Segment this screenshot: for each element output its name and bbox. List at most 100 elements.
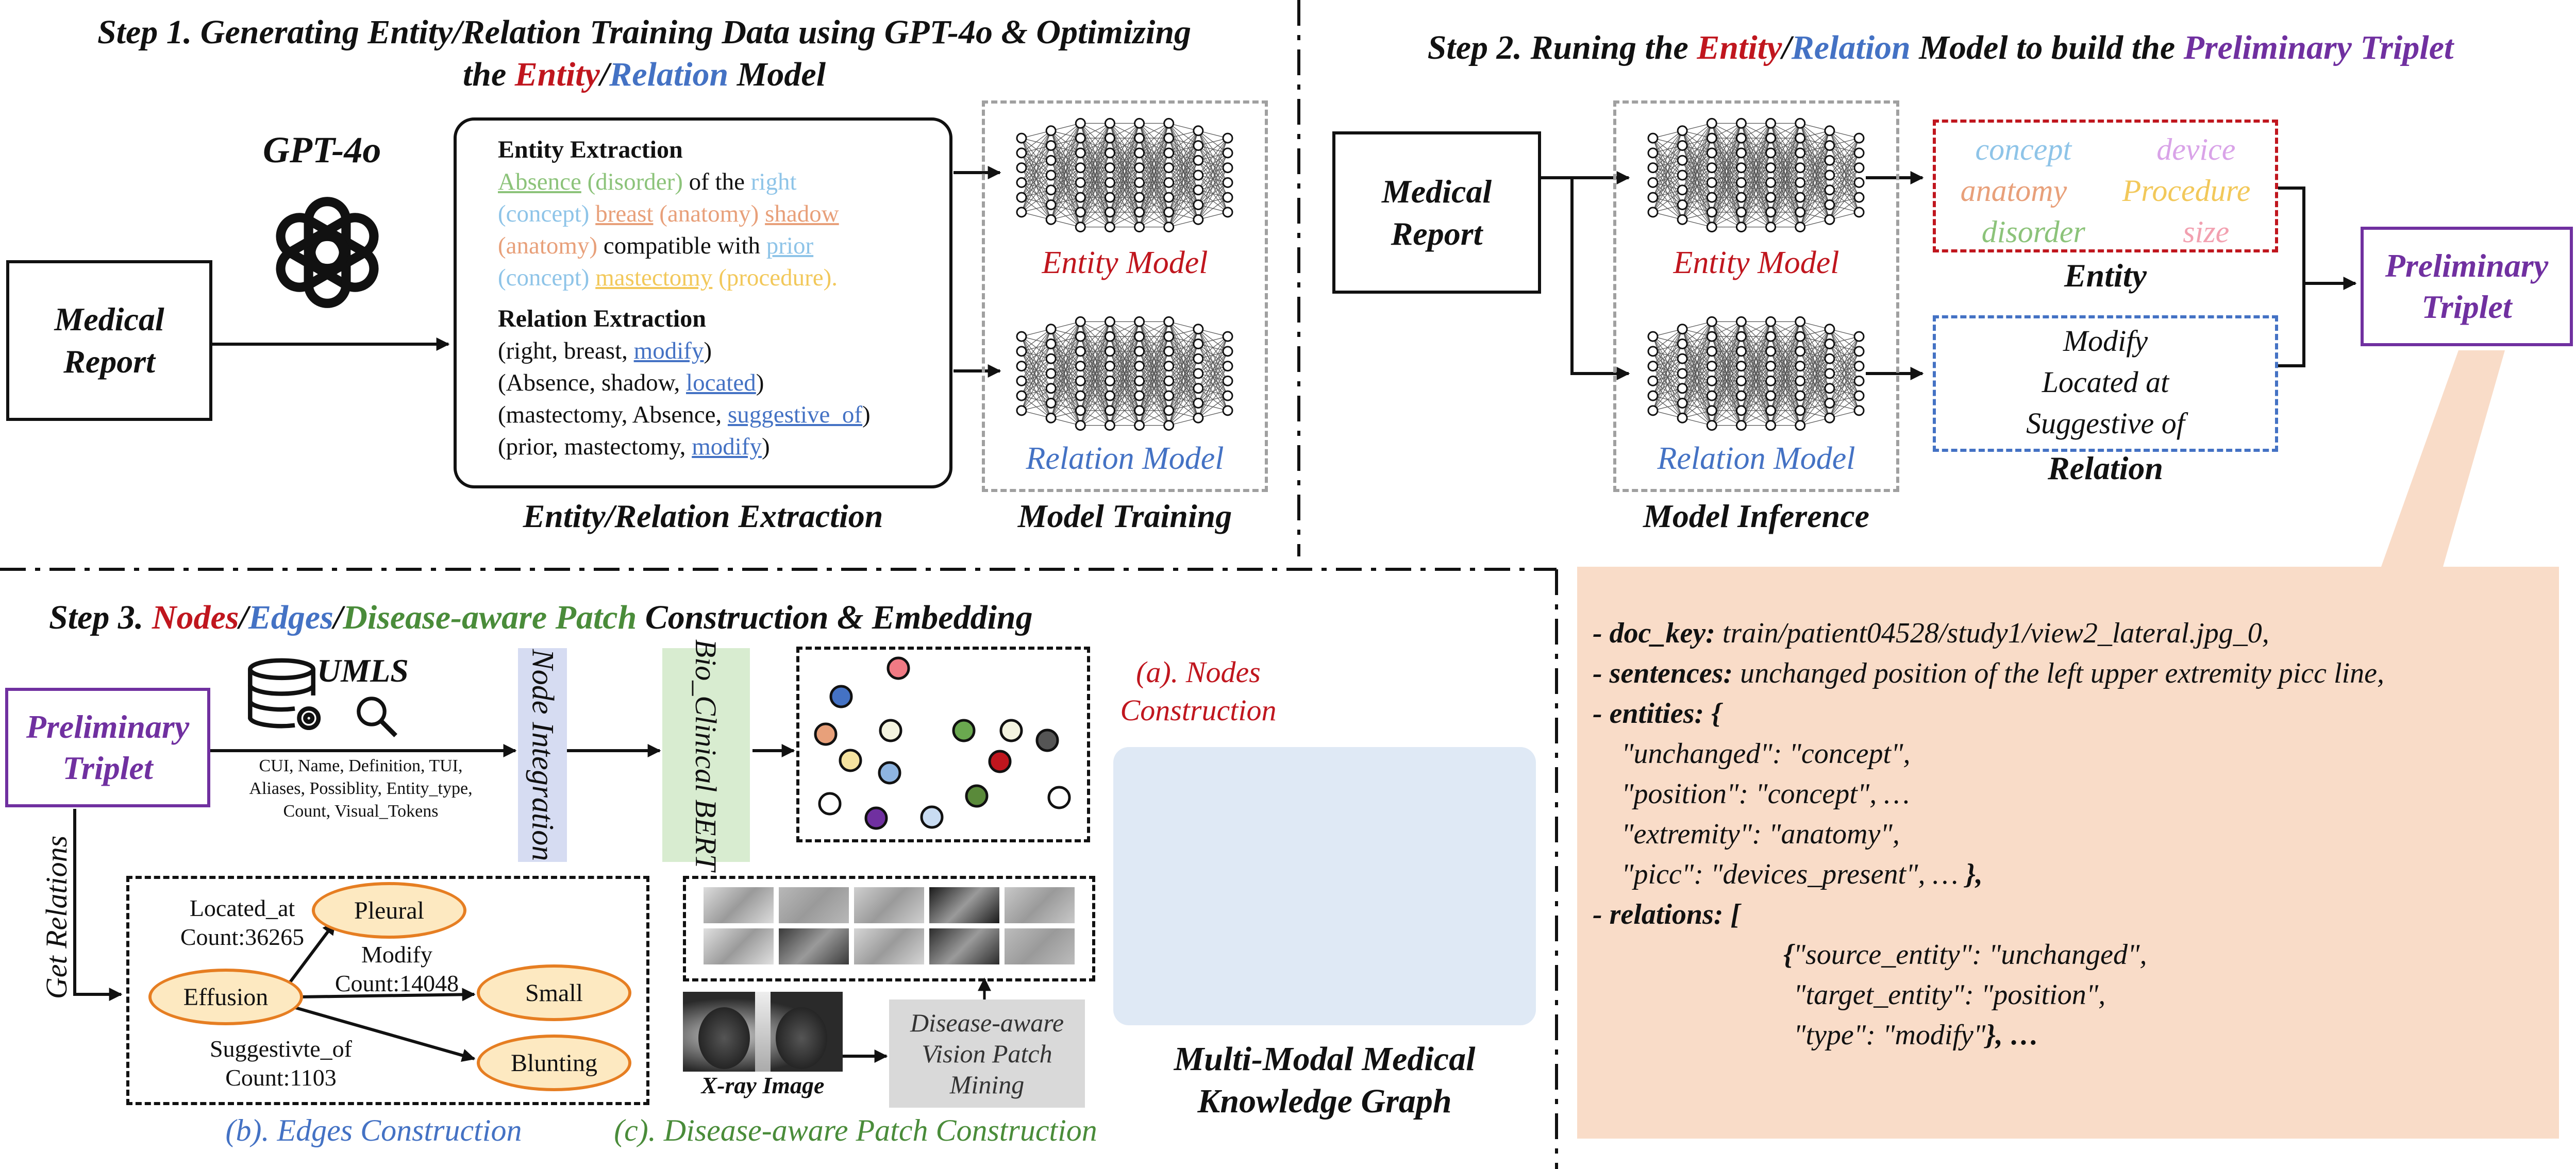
nn-connection [1770, 366, 1801, 426]
node-dot [886, 656, 910, 680]
entity-type-procedure: Procedure [2122, 174, 2251, 208]
nn-neuron [1735, 316, 1747, 327]
nn-neuron [1853, 375, 1865, 386]
step1-title-slash: / [599, 56, 610, 93]
ext-line-4: (concept) mastectomy (procedure). [498, 262, 949, 294]
nn-connection [1770, 321, 1801, 381]
nn-connection [1800, 359, 1830, 426]
nn-connection [1168, 130, 1199, 168]
nn-neuron [1193, 383, 1204, 394]
nn-connection [1021, 190, 1051, 213]
edge-rel: Modify [361, 941, 432, 968]
nn-connection [1829, 366, 1860, 418]
nn-neuron [1134, 316, 1145, 327]
nn-neuron [1134, 162, 1145, 174]
nn-neuron [1045, 125, 1057, 137]
nn-neuron [1647, 177, 1659, 188]
nn-neuron [1765, 316, 1777, 327]
nn-connection [1770, 182, 1801, 227]
get-relations-label: Get Relations [40, 835, 74, 999]
nn-connection [1770, 123, 1801, 198]
nn-neuron [1134, 132, 1145, 144]
nn-neuron [1075, 147, 1086, 159]
nn-connection [1110, 197, 1140, 228]
nn-neuron [1163, 177, 1175, 188]
edge-label-suggestive: Suggestivte_of Count:1103 [188, 1035, 374, 1092]
nodes-caption-l2: Construction [1120, 693, 1277, 727]
nn-connection [1682, 167, 1712, 220]
nn-connection [1198, 138, 1228, 176]
nn-connection [1110, 212, 1140, 228]
nn-connection [1711, 321, 1742, 426]
step1-title: Step 1. Generating Entity/Relation Train… [10, 11, 1278, 96]
nn-connection [1021, 358, 1051, 411]
relation-model-label-step2: Relation Model [1657, 441, 1855, 476]
nn-neuron [1765, 390, 1777, 401]
nn-connection [1139, 123, 1169, 198]
edges-caption: (b). Edges Construction [225, 1113, 522, 1147]
nn-neuron [1075, 316, 1086, 327]
nn-neuron [1677, 398, 1688, 409]
medical-report-l1: Medical [1381, 173, 1492, 210]
step3-title: Step 3. Nodes/Edges/Disease-aware Patch … [49, 597, 1209, 639]
nn-connection [1080, 123, 1110, 198]
patch-thumbnail [779, 887, 849, 923]
nn-connection [1741, 123, 1771, 139]
nn-neuron [1706, 117, 1717, 129]
nn-connection [1829, 153, 1860, 220]
nn-connection [1800, 130, 1830, 154]
nn-connection [1770, 321, 1800, 337]
nn-neuron [1735, 375, 1747, 386]
nn-neuron [1163, 390, 1175, 401]
nn-neuron [1853, 147, 1865, 159]
medical-report-l2: Report [1391, 215, 1483, 252]
nn-neuron [1134, 147, 1145, 159]
nn-neuron [1706, 331, 1717, 342]
nn-neuron [1163, 162, 1175, 174]
nn-neuron [1163, 132, 1175, 144]
nn-neuron [1134, 192, 1145, 203]
nn-neuron [1824, 199, 1835, 210]
nn-connection [1050, 351, 1081, 418]
nn-connection [1682, 153, 1712, 220]
umls-label: UMLS [317, 652, 409, 689]
ext-line-2: (concept) breast (anatomy) shadow [498, 198, 949, 230]
nn-neuron [1647, 147, 1659, 159]
nn-neuron [1795, 132, 1806, 144]
triplet-l2: Triplet [2421, 289, 2512, 325]
nn-connection [1741, 197, 1771, 228]
nn-connection [1168, 329, 1199, 396]
nn-neuron [1824, 338, 1835, 349]
patch-grid [704, 887, 1075, 964]
nn-connection [1050, 123, 1081, 146]
nn-neuron [1134, 375, 1145, 386]
step1-title-model: Model [728, 56, 826, 93]
json-rel-close: }, … [1985, 1019, 2039, 1051]
caption-training: Model Training [1017, 498, 1232, 534]
nn-connection [1080, 182, 1110, 227]
patch-thumbnail [1005, 928, 1075, 964]
nn-neuron [1016, 162, 1027, 174]
nn-neuron [1853, 346, 1865, 357]
nn-connection [1682, 321, 1712, 388]
umls-field-line: Aliases, Possiblity, Entity_type, [249, 779, 473, 798]
nn-connection [1741, 321, 1771, 396]
ext-disorder: (disorder) [581, 168, 683, 195]
ext-of-the: of the [682, 168, 751, 195]
nodes-caption-l1: (a). Nodes [1136, 655, 1261, 689]
nn-neuron [1075, 331, 1086, 342]
json-rel-open: { [1783, 939, 1794, 971]
json-sentences: - sentences: unchanged position of the l… [1593, 653, 2559, 693]
nn-connection [1770, 123, 1801, 168]
nn-neuron [1134, 207, 1145, 218]
nn-connection [1109, 321, 1140, 426]
nn-neuron [1016, 361, 1027, 372]
node-small: Small [477, 964, 631, 1021]
json-doc-key: - doc_key: train/patient04528/study1/vie… [1593, 613, 2559, 653]
nn-connection [1139, 123, 1169, 227]
nn-connection [1800, 130, 1830, 198]
nn-neuron [1853, 405, 1865, 416]
nn-connection [1198, 167, 1228, 220]
json-rel-type: "type": "modify" [1794, 1019, 1986, 1051]
